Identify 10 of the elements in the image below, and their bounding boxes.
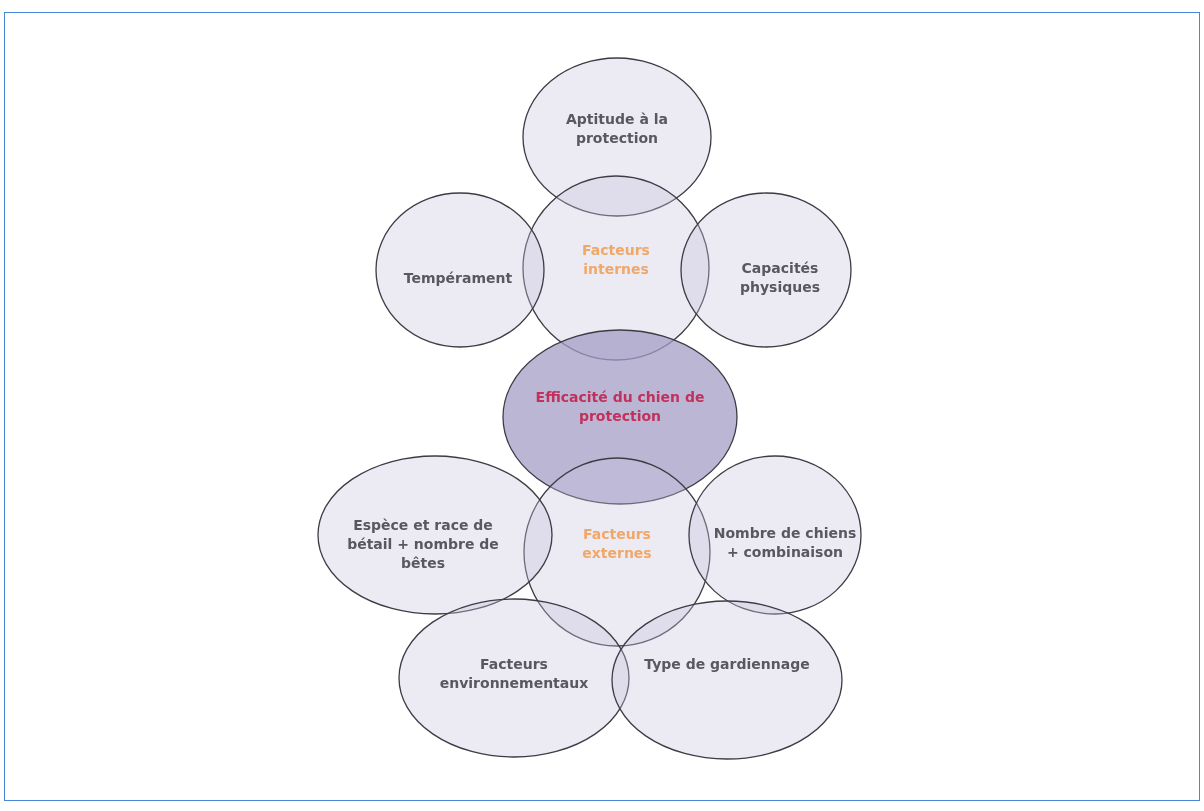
ellipse-label: Tempérament	[402, 269, 514, 288]
ellipse-label: Nombre de chiens + combinaison	[712, 524, 858, 562]
ellipse-label: Espèce et race de bétail + nombre de bêtes	[346, 516, 500, 573]
ellipse-label: Type de gardiennage	[643, 655, 811, 674]
ellipse-label: Facteurs internes	[581, 241, 651, 279]
ellipse-label: Aptitude à la protection	[565, 110, 669, 148]
ellipse-label: Facteurs environnementaux	[438, 655, 590, 693]
ellipse-label: Facteurs externes	[581, 525, 653, 563]
ellipse-label: Capacités physiques	[738, 259, 822, 297]
ellipse-label: Efficacité du chien de protection	[534, 388, 706, 426]
